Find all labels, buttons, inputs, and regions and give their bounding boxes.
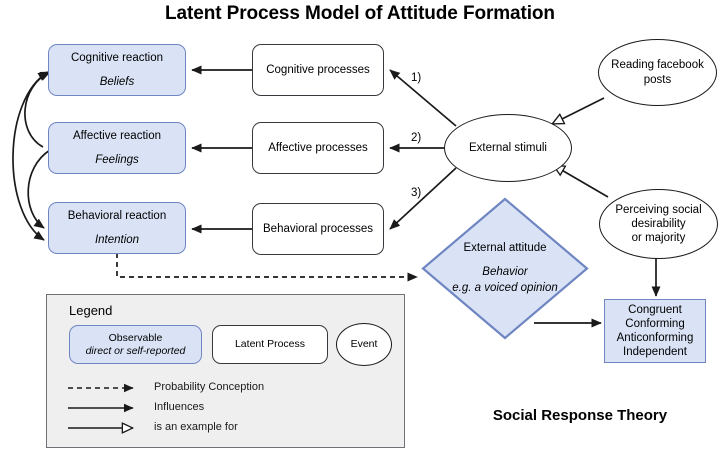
legend-swatch-event: Event — [336, 323, 392, 366]
response-line: Independent — [623, 346, 687, 359]
edge-feedback-affective-to-behavioral — [27, 149, 51, 229]
observable-affective-reaction[interactable]: Affective reaction Feelings — [48, 122, 186, 174]
node-title: Cognitive reaction — [70, 52, 164, 65]
observable-behavioral-reaction[interactable]: Behavioral reaction Intention — [48, 202, 186, 254]
diamond-shape — [421, 197, 589, 340]
latent-behavioral-processes[interactable]: Behavioral processes — [252, 203, 384, 255]
diamond-subtitle-1: Behavior — [482, 265, 528, 278]
legend-row-label-influences: Influences — [154, 401, 205, 413]
legend-row-label-probability: Probability Conception — [154, 381, 265, 393]
legend-swatch-latent: Latent Process — [212, 325, 328, 364]
edge-feedback-cognitive-to-affective — [24, 71, 51, 148]
node-subtitle: Feelings — [95, 153, 139, 166]
node-title: Affective processes — [268, 141, 368, 154]
latent-affective-processes[interactable]: Affective processes — [252, 122, 384, 174]
edge-facebook-to-stimuli — [552, 97, 605, 125]
legend-panel: Legend Observable direct or self-reporte… — [46, 294, 405, 448]
legend-swatch-subtitle: direct or self-reported — [85, 344, 186, 357]
edge-feedback-cognitive-to-behavioral-long — [12, 71, 49, 241]
event-perceiving-social-desirability[interactable]: Perceiving social desirability or majori… — [599, 189, 718, 259]
observable-cognitive-reaction[interactable]: Cognitive reaction Beliefs — [48, 44, 186, 96]
external-attitude-diamond[interactable]: External attitude Behavior e.g. a voiced… — [420, 196, 590, 341]
social-response-theory-label: Social Response Theory — [492, 407, 668, 424]
page-title: Latent Process Model of Attitude Formati… — [165, 3, 555, 24]
node-title: Behavioral reaction — [67, 210, 167, 223]
edge-behavioral-reaction-to-attitude — [116, 253, 418, 282]
path-label-2: 2) — [411, 132, 421, 144]
node-title: Behavioral processes — [263, 222, 373, 235]
event-reading-facebook-posts[interactable]: Reading facebook posts — [598, 39, 717, 106]
diamond-text: External attitude Behavior e.g. a voiced… — [420, 196, 590, 341]
legend-swatch-observable: Observable direct or self-reported — [69, 325, 202, 364]
legend-title: Legend — [69, 303, 113, 318]
event-line: or majority — [631, 232, 686, 244]
event-line: External stimuli — [469, 141, 547, 154]
edge-perceiving-to-stimuli — [553, 164, 609, 198]
latent-cognitive-processes[interactable]: Cognitive processes — [252, 44, 384, 96]
event-line: desirability — [631, 217, 686, 230]
response-line: Conforming — [625, 317, 685, 330]
response-line: Congruent — [628, 303, 682, 316]
legend-swatch-title: Observable — [108, 331, 163, 344]
event-line: Reading facebook — [611, 59, 704, 72]
diamond-title: External attitude — [463, 242, 547, 255]
edge-stimuli-to-cognitive — [389, 69, 457, 127]
legend-swatch-title: Latent Process — [234, 338, 306, 351]
response-line: Anticonforming — [616, 332, 694, 344]
response-type-box[interactable]: Congruent Conforming Anticonforming Inde… — [604, 299, 706, 363]
diamond-subtitle-2: e.g. a voiced opinion — [452, 282, 558, 295]
legend-row-label-example: is an example for — [154, 421, 238, 433]
event-external-stimuli[interactable]: External stimuli — [444, 114, 572, 182]
node-subtitle: Beliefs — [99, 75, 135, 88]
event-line: Perceiving social — [615, 203, 702, 216]
legend-swatch-title: Event — [350, 338, 378, 351]
node-title: Cognitive processes — [266, 63, 370, 76]
node-subtitle: Intention — [94, 233, 140, 246]
path-label-1: 1) — [411, 72, 421, 84]
event-line: posts — [643, 73, 672, 86]
node-title: Affective reaction — [72, 130, 161, 143]
